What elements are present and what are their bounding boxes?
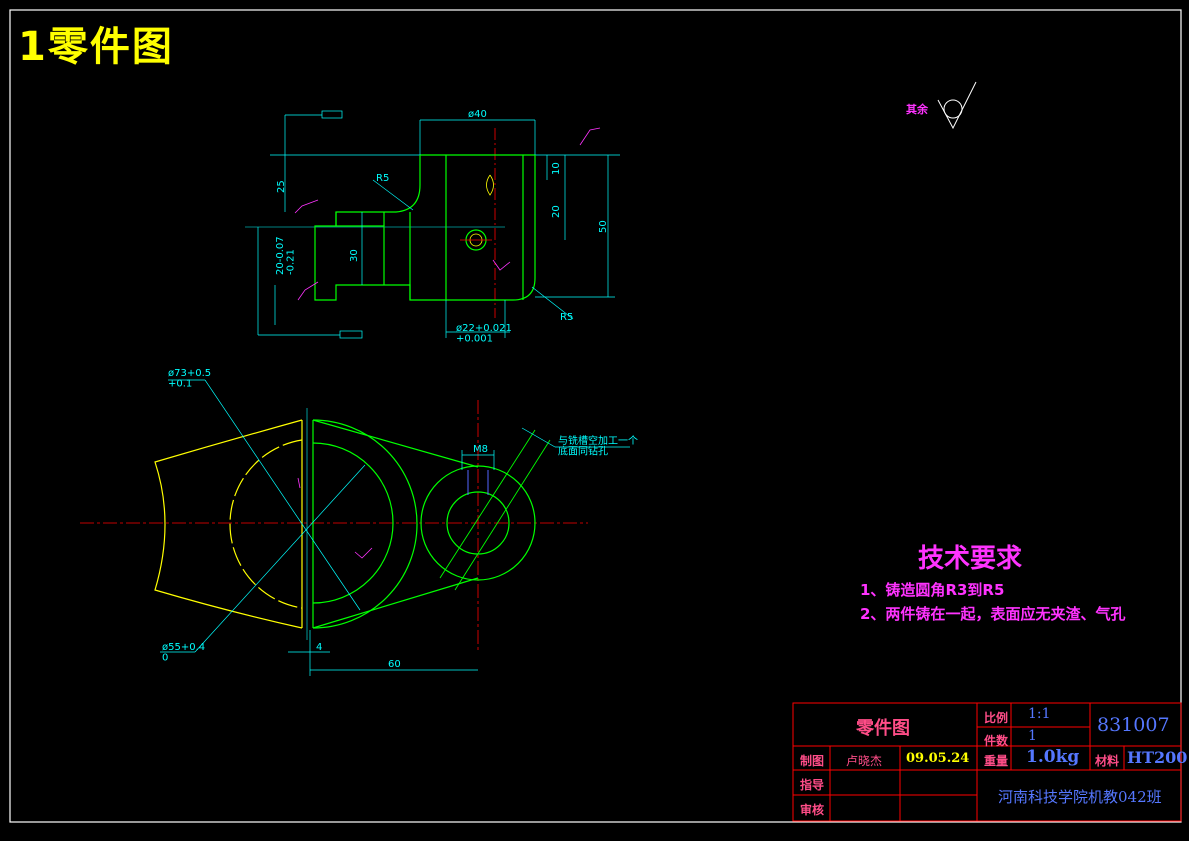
tech-requirement-1: 1、铸造圆角R3到R5 [860,581,1005,599]
qty-value: 1 [1028,728,1037,744]
dim-d40: ø40 [468,109,487,120]
dim-20: 20 [551,205,562,218]
dim-20-tol: 20-0.07-0.21 [275,236,297,275]
title-block-name: 零件图 [856,718,910,739]
drawn-date: 09.05.24 [906,751,970,766]
dim-m8: M8 [473,444,488,455]
material-value: HT200 [1127,748,1188,767]
dim-50: 50 [598,220,609,233]
tech-requirements-title: 技术要求 [918,544,1023,574]
dim-r5-bottom: R5 [560,312,573,323]
drawn-name: 卢晓杰 [846,754,883,768]
drawing-number: 831007 [1097,714,1170,736]
weight-value: 1.0kg [1026,747,1080,767]
drawn-label: 制图 [800,754,825,768]
page-title: 1零件图 [18,24,174,70]
school-name: 河南科技学院机教042班 [998,788,1162,806]
front-view [245,110,620,339]
scale-label: 比例 [984,711,1009,725]
dim-10: 10 [551,162,562,175]
review-label: 审核 [800,803,825,817]
title-block [792,702,1182,822]
surface-finish-icon [937,81,977,130]
scale-value: 1:1 [1028,706,1051,722]
dim-60: 60 [388,659,401,670]
guide-label: 指导 [800,778,825,792]
drawing-frame [9,9,1182,823]
dim-30: 30 [349,249,360,262]
dim-r5-top: R5 [376,173,389,184]
surface-finish-label: 其余 [906,103,928,116]
dim-4: 4 [316,642,322,653]
material-label: 材料 [1095,754,1120,768]
top-view [80,379,630,676]
tech-requirement-2: 2、两件铸在一起，表面应无夹渣、气孔 [860,605,1126,623]
weight-label: 重量 [984,754,1009,768]
qty-label: 件数 [984,734,1009,748]
dim-d73: ø73+0.5+0.1 [168,368,211,390]
dim-25: 25 [276,180,287,193]
dim-d22: ø22+0.021+0.001 [456,323,512,345]
machining-note: 与铣槽空加工一个底面同钻孔 [558,434,638,458]
